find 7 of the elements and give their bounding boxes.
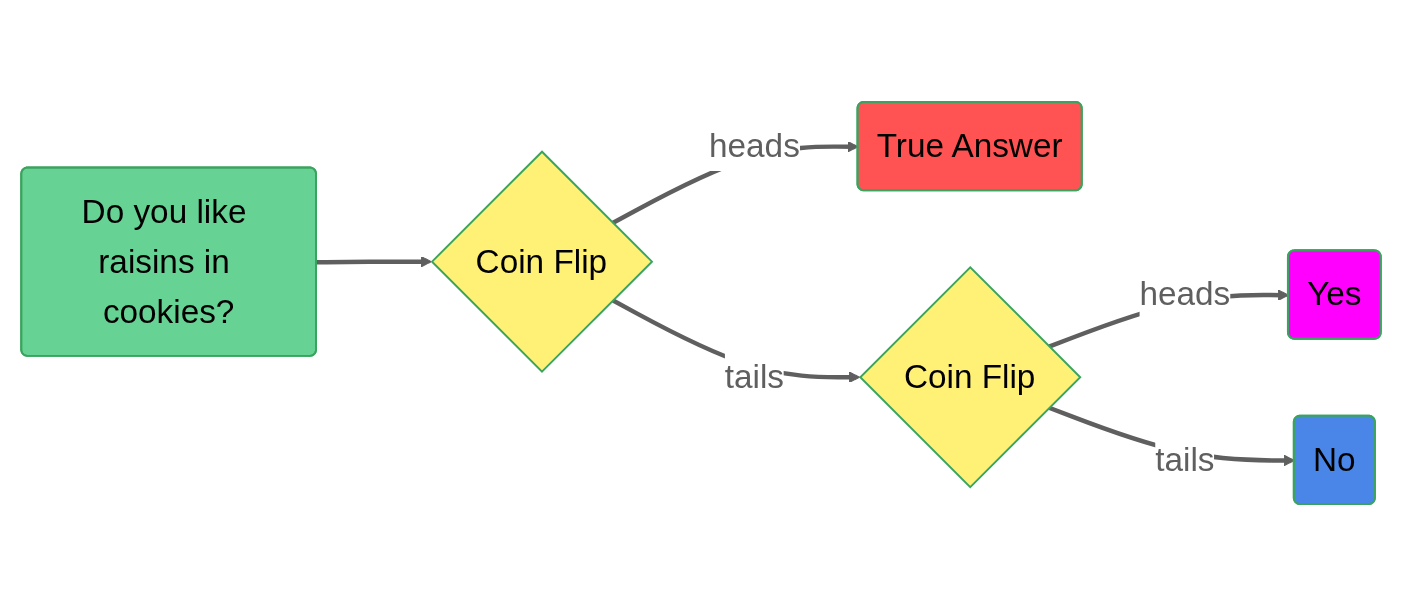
edge-label: tails [1155, 440, 1215, 479]
node-diamond: Coin Flip [430, 150, 654, 373]
edge-label: heads [709, 126, 800, 165]
node-diamond: Coin Flip [858, 265, 1082, 489]
edge-label: tails [724, 357, 785, 396]
arrow [316, 256, 432, 268]
edge-label: heads [1139, 274, 1231, 314]
